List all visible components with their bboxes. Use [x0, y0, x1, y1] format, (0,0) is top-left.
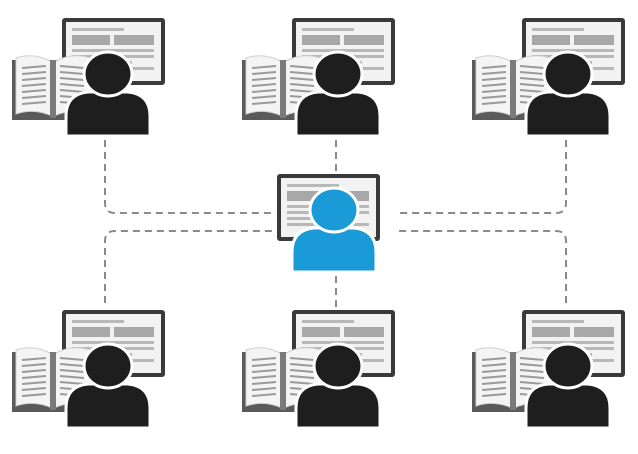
learner-workstation-icon [472, 310, 625, 430]
learner-workstation-icon [12, 310, 165, 430]
connector-lines [104, 140, 567, 309]
learner-workstation-icon [472, 18, 625, 138]
person-icon [290, 186, 378, 274]
connector-instructor-to-learner-3 [396, 140, 567, 214]
connector-instructor-to-learner-6 [396, 230, 567, 303]
person-icon [64, 342, 152, 430]
connector-instructor-to-learner-4 [104, 230, 276, 303]
instructor-workstation-icon [277, 174, 380, 274]
person-icon [524, 342, 612, 430]
person-icon [294, 50, 382, 138]
connector-instructor-to-learner-1 [104, 140, 276, 214]
person-icon [64, 50, 152, 138]
open-book-icon [472, 55, 554, 120]
person-icon [294, 342, 382, 430]
workstation-nodes [12, 18, 625, 430]
learner-workstation-icon [242, 18, 395, 138]
learner-workstation-icon [12, 18, 165, 138]
learner-workstation-icon [242, 310, 395, 430]
person-icon [524, 50, 612, 138]
